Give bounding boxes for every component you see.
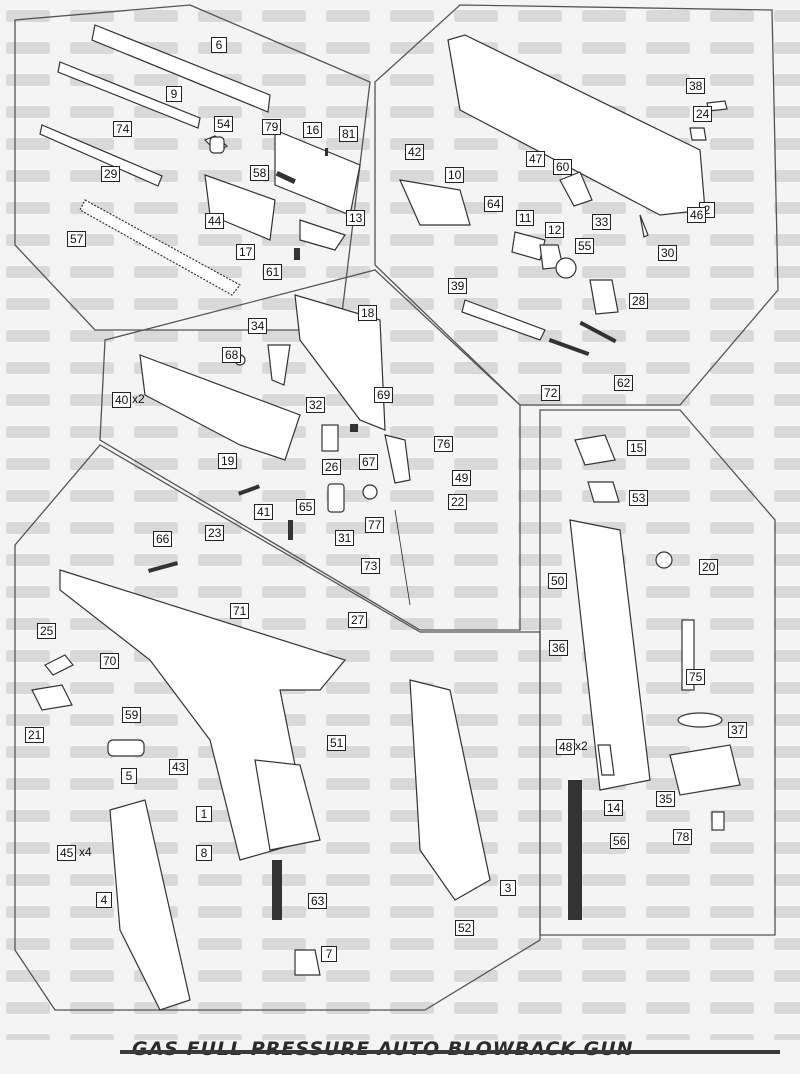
part-label-39: 39	[448, 278, 468, 294]
part-label-25: 25	[37, 623, 57, 639]
part-label-8: 8	[196, 845, 212, 861]
part-label-60: 60	[553, 159, 573, 175]
part-label-57: 57	[67, 231, 87, 247]
part-label-34: 34	[248, 318, 268, 334]
quantity-48: x2	[575, 739, 588, 753]
part-label-81: 81	[339, 126, 359, 142]
part-label-9: 9	[166, 86, 182, 102]
part-label-17: 17	[236, 244, 256, 260]
part-label-24: 24	[693, 106, 713, 122]
part-label-40: 40	[112, 392, 132, 408]
quantity-40: x2	[132, 392, 145, 406]
part-label-58: 58	[250, 165, 270, 181]
part-label-75: 75	[686, 669, 706, 685]
part-label-52: 52	[455, 920, 475, 936]
footer-underline	[120, 1050, 780, 1054]
part-label-59: 59	[122, 707, 142, 723]
part-label-30: 30	[658, 245, 678, 261]
part-label-35: 35	[656, 791, 676, 807]
part-label-12: 12	[545, 222, 565, 238]
part-label-64: 64	[484, 196, 504, 212]
part-label-69: 69	[374, 387, 394, 403]
barrel-assembly-parts	[39, 24, 361, 296]
part-label-10: 10	[445, 167, 465, 183]
part-label-79: 79	[262, 119, 282, 135]
part-label-29: 29	[101, 166, 121, 182]
part-label-1: 1	[196, 806, 212, 822]
slide-parts	[398, 34, 728, 357]
frame-internal-parts	[139, 294, 411, 606]
frame-and-grip-parts	[31, 561, 491, 1011]
part-label-23: 23	[205, 525, 225, 541]
part-label-51: 51	[327, 735, 347, 751]
part-label-54: 54	[214, 116, 234, 132]
part-label-26: 26	[322, 459, 342, 475]
part-label-21: 21	[25, 727, 45, 743]
part-label-37: 37	[728, 722, 748, 738]
part-label-15: 15	[627, 440, 647, 456]
part-label-67: 67	[359, 454, 379, 470]
part-label-68: 68	[222, 347, 242, 363]
quantity-45: x4	[79, 845, 92, 859]
part-label-4: 4	[96, 892, 112, 908]
footer-title: GAS FULL PRESSURE AUTO BLOWBACK GUN	[132, 1038, 634, 1060]
part-label-5: 5	[121, 768, 137, 784]
part-label-56: 56	[610, 833, 630, 849]
part-label-14: 14	[604, 800, 624, 816]
part-label-42: 42	[405, 144, 425, 160]
part-label-77: 77	[365, 517, 385, 533]
part-label-13: 13	[346, 210, 366, 226]
part-label-65: 65	[296, 499, 316, 515]
part-label-74: 74	[113, 121, 133, 137]
part-label-49: 49	[452, 470, 472, 486]
part-label-61: 61	[263, 264, 283, 280]
part-label-55: 55	[575, 238, 595, 254]
part-label-31: 31	[335, 530, 355, 546]
part-label-44: 44	[205, 213, 225, 229]
part-label-18: 18	[358, 305, 378, 321]
part-label-78: 78	[673, 829, 693, 845]
part-label-46: 46	[687, 207, 707, 223]
part-label-28: 28	[629, 293, 649, 309]
panel-frames	[14, 4, 779, 1011]
part-label-41: 41	[254, 504, 274, 520]
part-label-6: 6	[211, 37, 227, 53]
part-label-48: 48	[556, 739, 576, 755]
magazine-parts	[568, 434, 741, 920]
part-label-50: 50	[548, 573, 568, 589]
part-label-47: 47	[526, 151, 546, 167]
part-label-63: 63	[308, 893, 328, 909]
part-label-71: 71	[230, 603, 250, 619]
part-label-7: 7	[321, 946, 337, 962]
part-label-72: 72	[541, 385, 561, 401]
part-label-19: 19	[218, 453, 238, 469]
part-label-62: 62	[614, 375, 634, 391]
part-label-20: 20	[699, 559, 719, 575]
part-label-43: 43	[169, 759, 189, 775]
part-label-73: 73	[361, 558, 381, 574]
part-label-45: 45	[57, 845, 77, 861]
part-label-36: 36	[549, 640, 569, 656]
part-label-70: 70	[100, 653, 120, 669]
part-label-11: 11	[516, 210, 535, 226]
part-label-22: 22	[448, 494, 468, 510]
part-label-66: 66	[153, 531, 173, 547]
part-label-32: 32	[306, 397, 326, 413]
part-label-53: 53	[629, 490, 649, 506]
part-label-16: 16	[303, 122, 323, 138]
part-label-3: 3	[500, 880, 516, 896]
part-label-76: 76	[434, 436, 454, 452]
part-label-33: 33	[592, 214, 612, 230]
part-label-27: 27	[348, 612, 368, 628]
part-label-38: 38	[686, 78, 706, 94]
